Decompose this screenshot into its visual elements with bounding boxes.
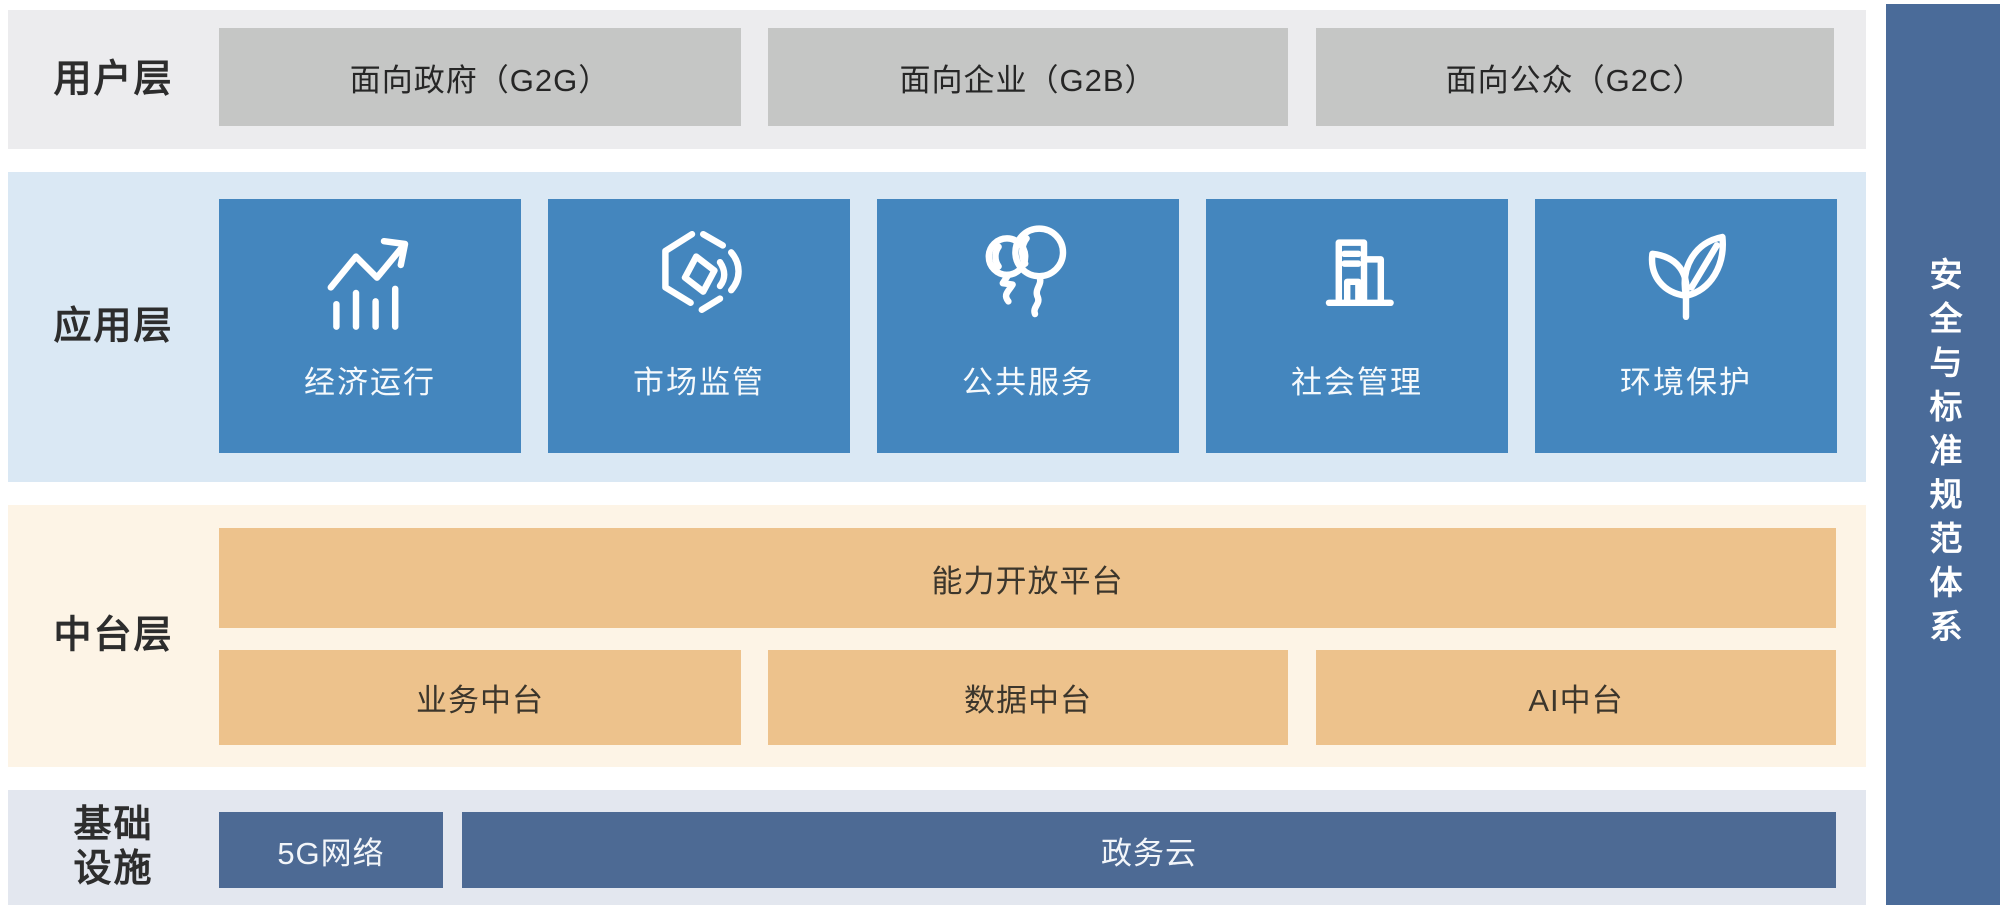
balloons-icon <box>972 223 1084 335</box>
app-tile-label: 环境保护 <box>1620 365 1752 400</box>
application-layer-row: 应用层 经济运行 <box>8 172 1866 482</box>
building-icon <box>1301 223 1413 335</box>
infrastructure-label-line1: 基础 <box>73 803 154 846</box>
user-layer-label: 用户层 <box>53 58 174 101</box>
leaf-sprout-icon <box>1630 223 1742 335</box>
cube-hexagon-icon <box>643 223 755 335</box>
network-5g-box: 5G网络 <box>219 812 443 888</box>
app-tile-public-service: 公共服务 <box>877 199 1179 453</box>
app-tile-label: 市场监管 <box>633 365 765 400</box>
security-standards-sidebar: 安全与标准规范体系 <box>1886 4 2000 905</box>
user-box-g2b: 面向企业（G2B） <box>768 28 1288 126</box>
app-tile-market: 市场监管 <box>548 199 850 453</box>
government-cloud-box: 政务云 <box>462 812 1836 888</box>
ai-middle-platform-box: AI中台 <box>1316 650 1836 745</box>
app-tile-label: 社会管理 <box>1291 365 1423 400</box>
infrastructure-layer-label: 基础 设施 <box>8 803 219 893</box>
middle-platform-layer-label: 中台层 <box>53 614 174 657</box>
application-layer-label: 应用层 <box>53 305 174 348</box>
app-tile-environment: 环境保护 <box>1535 199 1837 453</box>
infrastructure-label-line2: 设施 <box>73 848 154 891</box>
capability-open-platform-box: 能力开放平台 <box>219 528 1836 628</box>
infrastructure-layer-row: 基础 设施 5G网络 政务云 <box>8 790 1866 905</box>
middle-platform-layer-row: 中台层 能力开放平台 业务中台 数据中台 AI中台 <box>8 505 1866 767</box>
user-box-g2c: 面向公众（G2C） <box>1316 28 1834 126</box>
app-tile-label: 公共服务 <box>962 365 1094 400</box>
user-box-g2g: 面向政府（G2G） <box>219 28 741 126</box>
app-tile-economy: 经济运行 <box>219 199 521 453</box>
data-middle-platform-box: 数据中台 <box>768 650 1288 745</box>
trend-up-chart-icon <box>314 223 426 335</box>
user-layer-row: 用户层 面向政府（G2G） 面向企业（G2B） 面向公众（G2C） <box>8 10 1866 149</box>
app-tile-social: 社会管理 <box>1206 199 1508 453</box>
security-standards-label: 安全与标准规范体系 <box>1925 256 1962 653</box>
app-tile-label: 经济运行 <box>304 365 436 400</box>
business-middle-platform-box: 业务中台 <box>219 650 741 745</box>
